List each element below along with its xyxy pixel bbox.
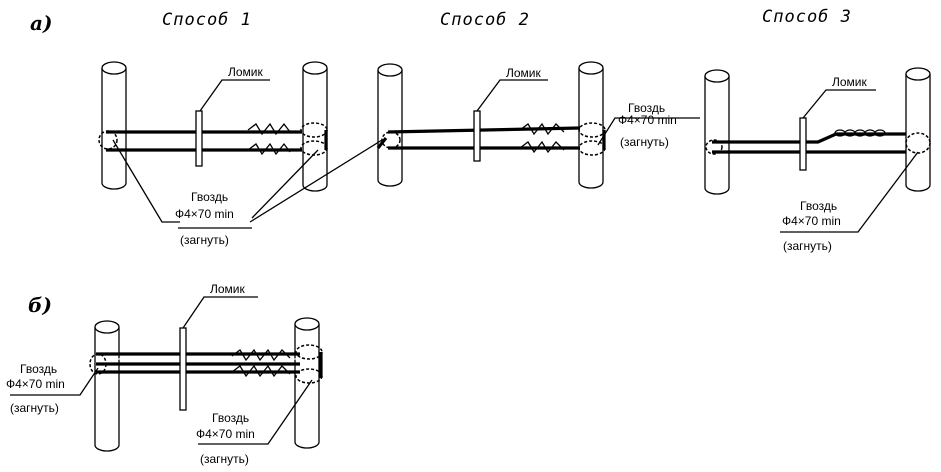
method-1-figure: Ломик Гвоздь Ф4×70 min (загнуть) (98, 61, 328, 247)
crowbar-label: Ломик (210, 282, 246, 296)
nail-leader-right (198, 379, 313, 445)
post-right (302, 61, 328, 192)
wire-loop (98, 122, 328, 156)
crowbar-leader (199, 79, 270, 112)
crowbar-leader (802, 89, 876, 119)
method-1-title: Способ 1 (162, 10, 252, 30)
post-left (377, 63, 403, 187)
nail-leader-right (597, 117, 700, 146)
bend-label: (загнуть) (200, 452, 249, 466)
post-right (578, 61, 604, 189)
method-3-figure: Ломик Гвоздь Ф4×70 min (загнуть) (704, 67, 931, 253)
wire-loop (89, 344, 323, 384)
nail-label-line1: Гвоздь (628, 101, 665, 115)
method-2-nail-label: Гвоздь Ф4×70 min (загнуть) (618, 101, 677, 149)
bend-label: (загнуть) (620, 135, 669, 149)
crowbar-label: Ломик (832, 75, 868, 89)
crowbar (179, 327, 187, 411)
nail-label-line1: Гвоздь (212, 411, 249, 425)
nail-leader-left (249, 139, 383, 223)
crowbar (799, 117, 807, 171)
bend-label: (загнуть) (180, 233, 229, 247)
crowbar (195, 110, 203, 167)
method-2-title: Способ 2 (440, 10, 530, 30)
post-right (905, 67, 931, 192)
nail-label-line1: Гвоздь (800, 199, 837, 213)
wire-loop (381, 122, 606, 156)
section-a-label: а) (30, 11, 52, 35)
method-3-title: Способ 3 (762, 7, 852, 27)
section-b-figure: Ломик Гвоздь Ф4×70 min (загнуть) Гвоздь … (6, 282, 323, 466)
twisted-chain (834, 129, 886, 137)
nail-label-line2: Ф4×70 min (196, 427, 255, 441)
post-left (101, 61, 127, 190)
bend-label: (загнуть) (783, 239, 832, 253)
nail-label-line2: Ф4×70 min (6, 377, 65, 391)
bend-label: (загнуть) (10, 401, 59, 415)
post-right (294, 317, 320, 449)
crowbar (473, 110, 481, 162)
post-left (704, 69, 730, 195)
nail-leader-left (10, 367, 99, 396)
nail-leader-left (112, 139, 180, 223)
wire-loop (705, 129, 931, 155)
nail-label-line1: Гвоздь (191, 190, 228, 204)
crowbar-leader (476, 79, 548, 112)
post-left (94, 320, 120, 452)
crowbar-label: Ломик (228, 65, 264, 79)
section-b-label: б) (28, 293, 52, 317)
nail-label-line2: Ф4×70 min (782, 214, 841, 228)
crowbar-leader (182, 296, 258, 329)
crowbar-label: Ломик (506, 66, 542, 80)
method-2-figure: Ломик (249, 61, 700, 223)
nail-label-line2: Ф4×70 min (618, 113, 677, 127)
nail-leader-right (251, 149, 319, 219)
nail-label-line2: Ф4×70 min (175, 207, 234, 221)
nail-label-line1: Гвоздь (20, 362, 57, 376)
nail-leader (780, 151, 919, 233)
